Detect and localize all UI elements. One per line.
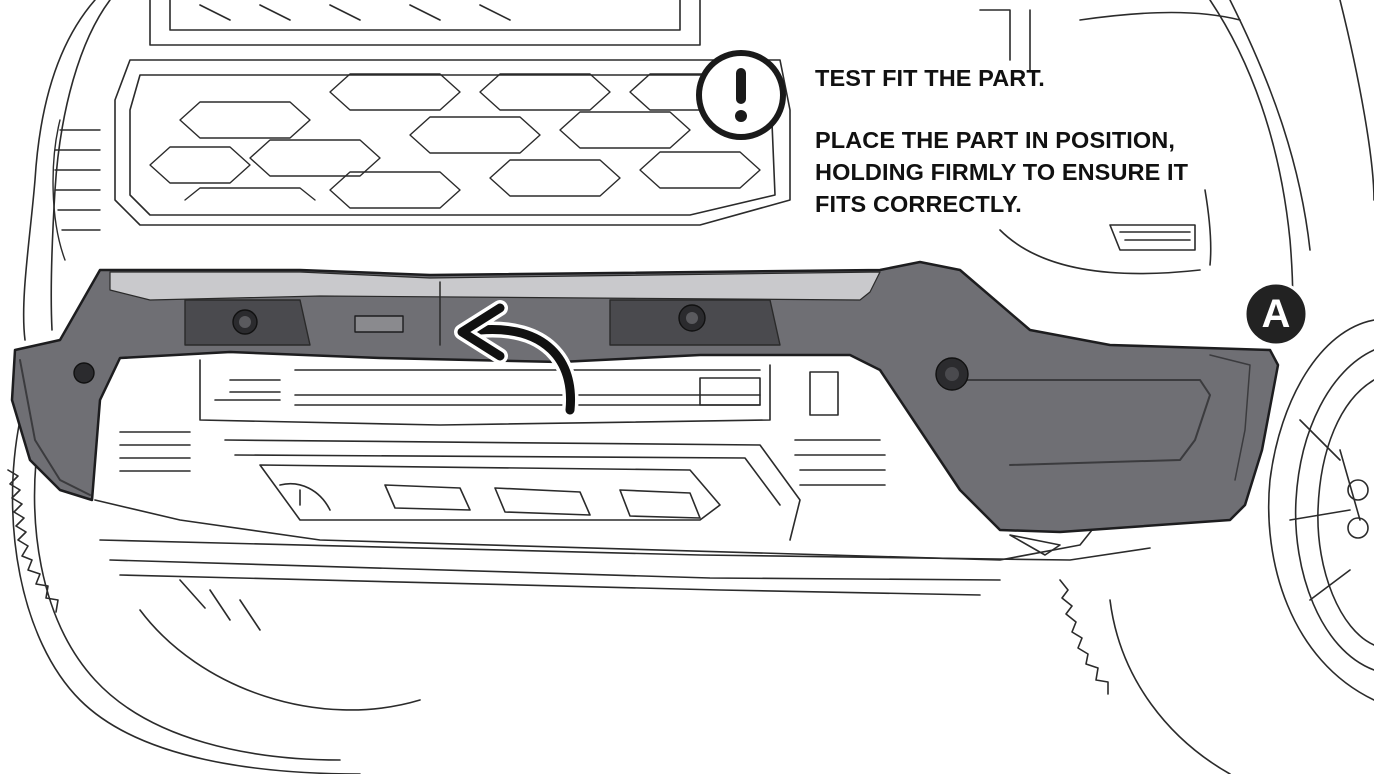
- instruction-line: FITS CORRECTLY.: [815, 191, 1022, 217]
- lower-valance: [94, 349, 1151, 596]
- truck-body: [22, 0, 1374, 341]
- callout-label: A: [1261, 291, 1291, 336]
- upper-grille: [114, 0, 791, 226]
- instruction-heading: TEST FIT THE PART.: [815, 65, 1045, 91]
- curved-arrow-icon: [454, 300, 579, 418]
- exclamation-circle-icon: [696, 50, 786, 140]
- instruction-line: PLACE THE PART IN POSITION,: [815, 127, 1176, 153]
- grille-cells: [52, 73, 761, 261]
- instruction-line: HOLDING FIRMLY TO ENSURE IT: [815, 159, 1189, 185]
- bumper-part: [10, 260, 1280, 534]
- left-tire: [7, 419, 421, 774]
- right-wheel: [1059, 319, 1374, 774]
- callout-badge: [1243, 281, 1309, 347]
- instruction-text: TEST FIT THE PART. PLACE THE PART IN POS…: [815, 62, 1255, 220]
